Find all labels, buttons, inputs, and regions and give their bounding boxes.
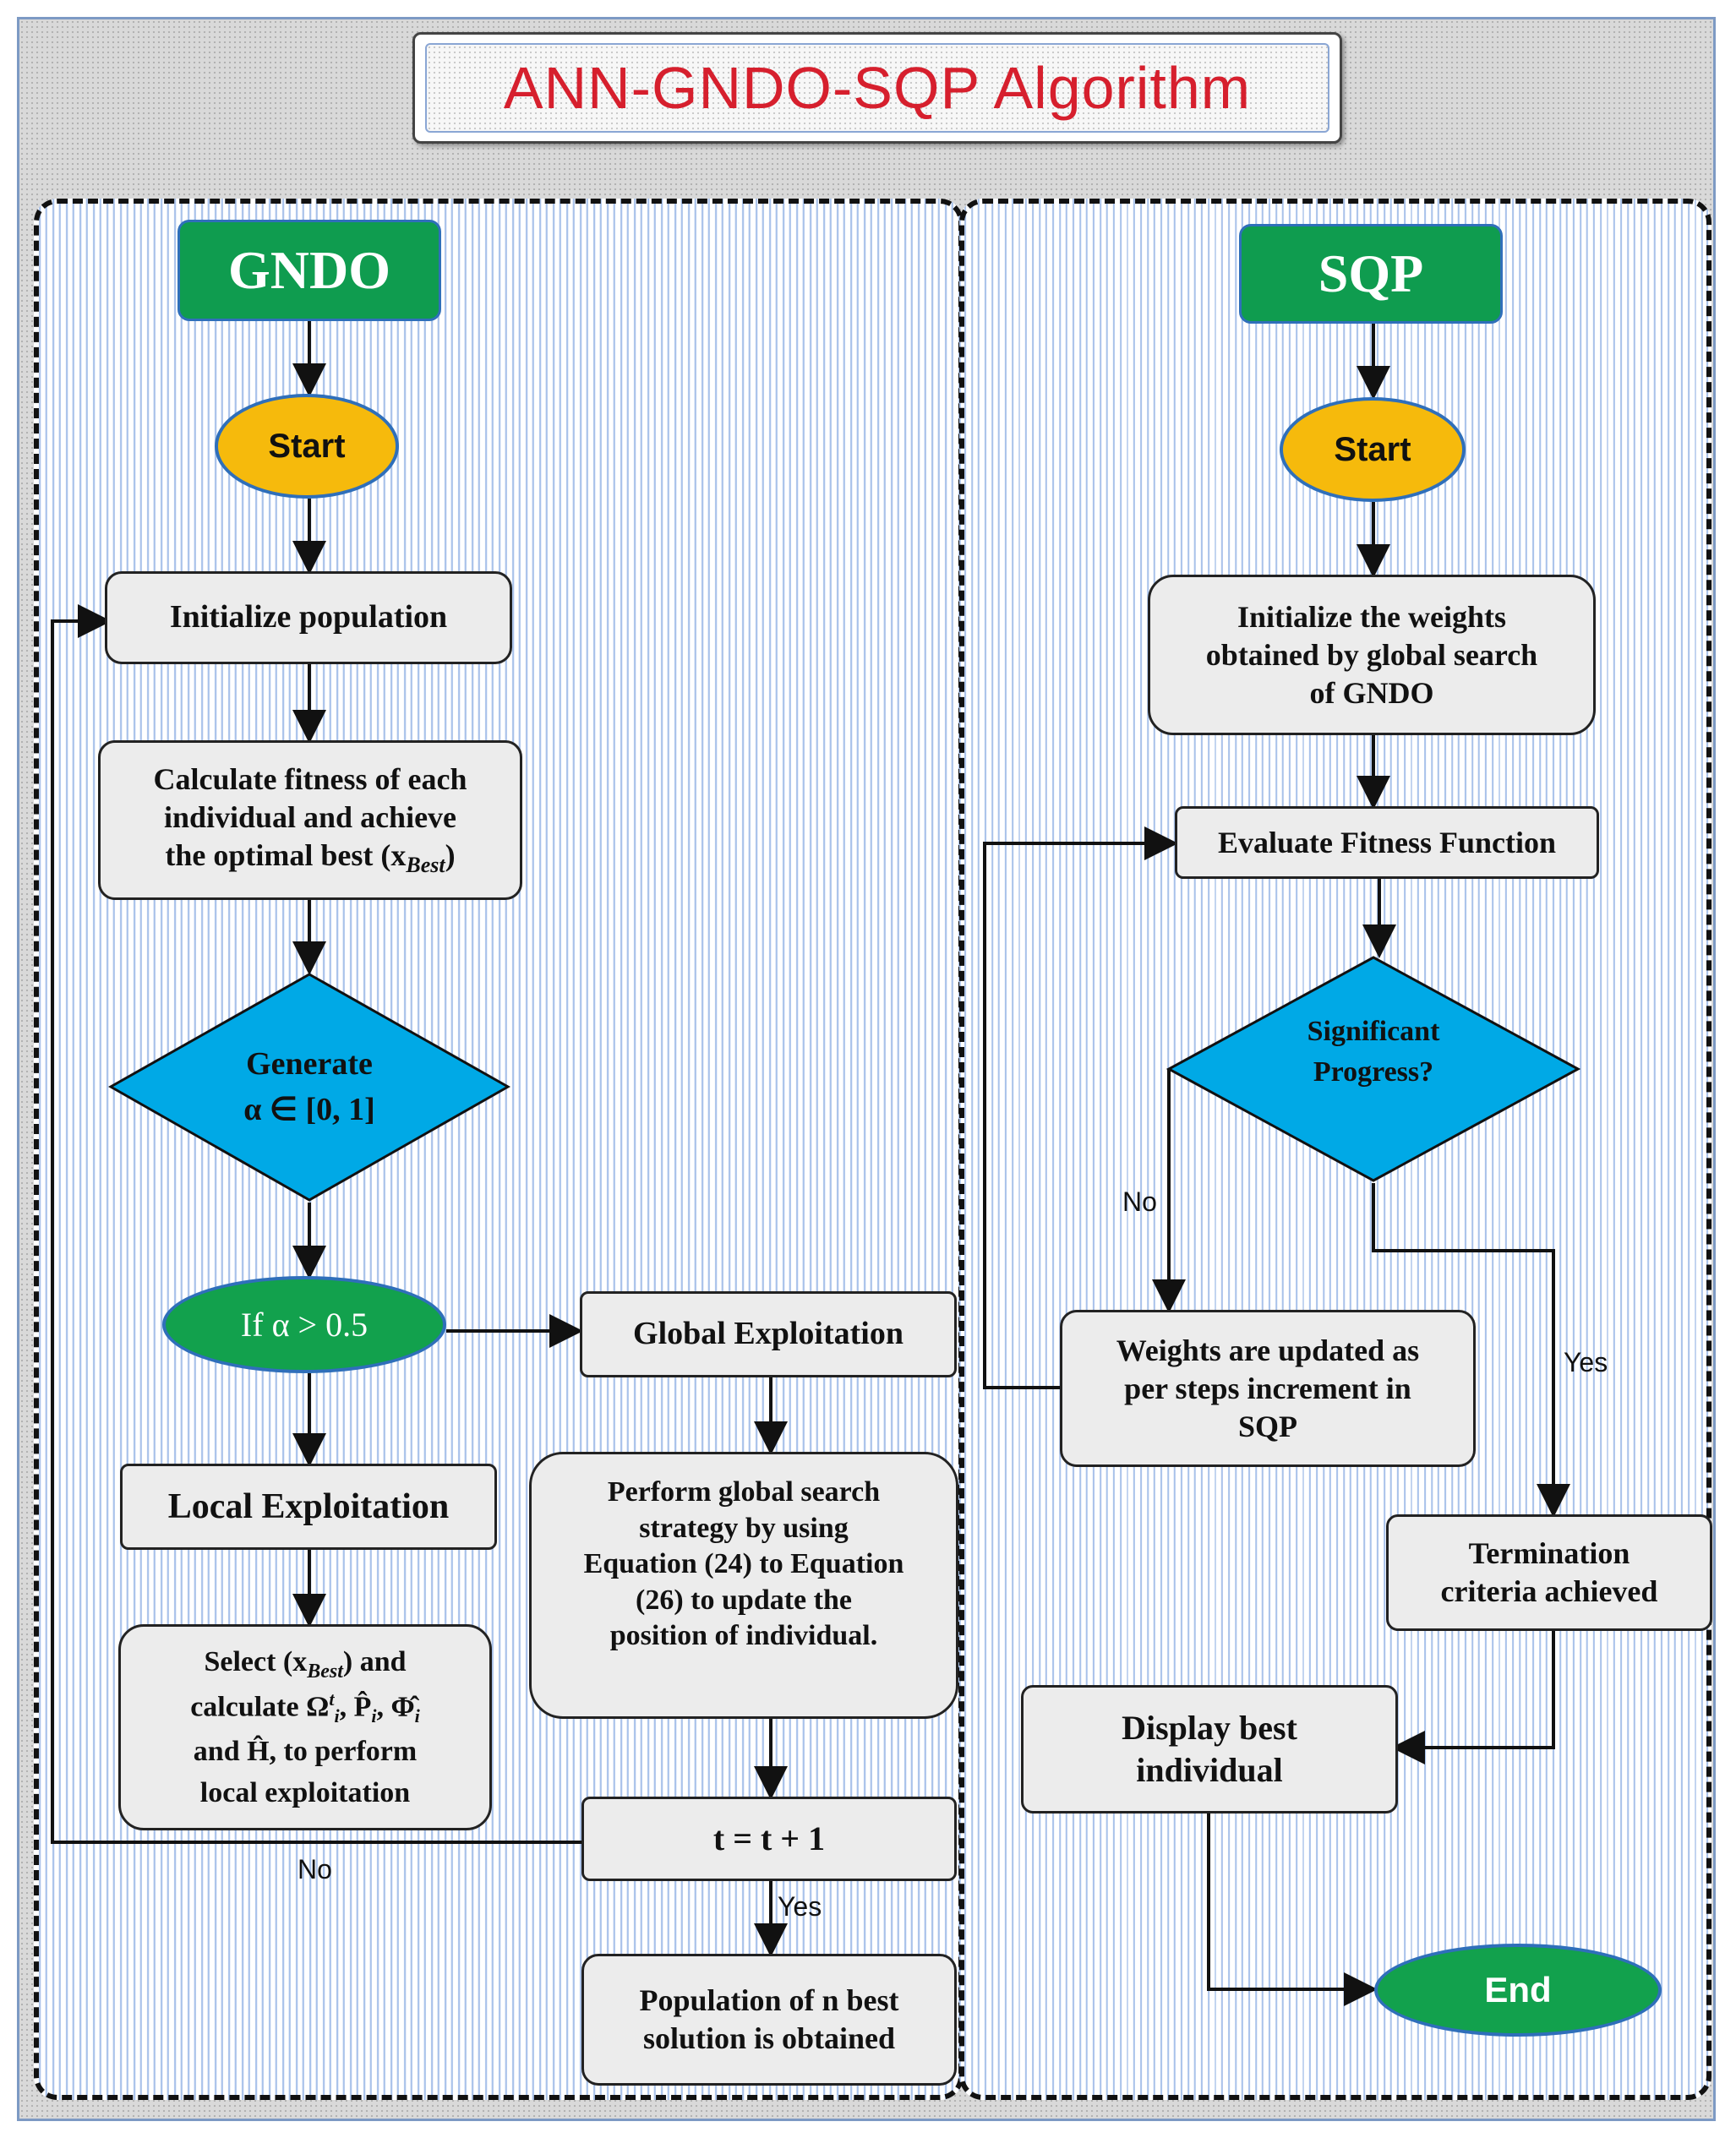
gndo-start-node: Start xyxy=(215,394,399,499)
significant-progress-text: Significant Progress? xyxy=(1166,955,1580,1183)
generate-alpha-text: Generate α ∈ [0, 1] xyxy=(108,972,510,1203)
init-population-box: Initialize population xyxy=(105,571,512,664)
gndo-header-label: GNDO xyxy=(228,240,390,300)
perform-global-box: Perform global search strategy by using … xyxy=(529,1452,958,1719)
weights-updated-line2: per steps increment in xyxy=(1124,1371,1411,1405)
gndo-no-label: No xyxy=(298,1854,332,1884)
title-inner: ANN-GNDO-SQP Algorithm xyxy=(425,43,1329,133)
calc-fitness-text: the optimal best (x xyxy=(165,838,407,873)
sqp-no-label: No xyxy=(1122,1186,1157,1217)
weights-updated-line3: SQP xyxy=(1237,1409,1297,1443)
population-line1: Population of n best xyxy=(639,1983,899,2017)
phi-hat: , Φ̂ xyxy=(376,1691,415,1723)
end-label: End xyxy=(1484,1969,1552,2010)
calculate-omega: calculate Ω xyxy=(190,1691,330,1723)
title-box: ANN-GNDO-SQP Algorithm xyxy=(412,32,1342,144)
init-weights-line1: Initialize the weights xyxy=(1237,599,1506,634)
perform-global-line2: strategy by using xyxy=(639,1512,849,1544)
omega-sub: i xyxy=(334,1705,340,1727)
generate-diamond-shape xyxy=(108,973,510,1202)
calc-fitness-subscript: Best xyxy=(406,853,445,878)
population-line2: solution is obtained xyxy=(642,2021,896,2055)
p-hat-sub: i xyxy=(371,1705,377,1727)
termination-line2: criteria achieved xyxy=(1440,1574,1658,1608)
display-best-line1: Display best xyxy=(1122,1709,1297,1747)
arrow-decision-yes xyxy=(1372,1183,1570,1518)
arrow-termination-to-display xyxy=(1391,1631,1555,1764)
calc-fitness-close: ) xyxy=(445,838,456,873)
generate-alpha-decision: Generate α ∈ [0, 1] xyxy=(108,972,510,1203)
select-subscript: Best xyxy=(307,1660,343,1683)
calc-fitness-box: Calculate fitness of each individual and… xyxy=(98,740,522,900)
end-node: End xyxy=(1374,1944,1662,2037)
arrow-display-to-end xyxy=(1207,1813,1378,2006)
local-exploitation-label: Local Exploitation xyxy=(167,1486,450,1526)
init-population-label: Initialize population xyxy=(169,599,448,635)
init-weights-line2: obtained by global search xyxy=(1205,637,1538,672)
sqp-start-label: Start xyxy=(1334,431,1411,468)
t-update-label: t = t + 1 xyxy=(712,1819,826,1857)
evaluate-fitness-box: Evaluate Fitness Function xyxy=(1175,806,1599,879)
init-weights-box: Initialize the weights obtained by globa… xyxy=(1148,575,1596,735)
gndo-yes-label: Yes xyxy=(778,1891,822,1922)
progress-diamond-shape xyxy=(1166,956,1580,1182)
termination-line1: Termination xyxy=(1468,1536,1630,1570)
calc-fitness-line1: Calculate fitness of each xyxy=(153,762,467,797)
local-exploitation-box: Local Exploitation xyxy=(120,1464,497,1550)
arrow-t-loop-no xyxy=(51,604,581,1844)
t-update-box: t = t + 1 xyxy=(581,1797,957,1881)
generate-line1: Generate xyxy=(246,1046,373,1083)
display-best-line2: individual xyxy=(1136,1751,1283,1789)
calc-fitness-line2: individual and achieve xyxy=(163,800,457,835)
select-line3: and Ĥ, to perform xyxy=(193,1735,418,1767)
diagram-title: ANN-GNDO-SQP Algorithm xyxy=(503,55,1252,121)
sqp-yes-label: Yes xyxy=(1564,1347,1608,1377)
population-box: Population of n best solution is obtaine… xyxy=(581,1954,957,2086)
sqp-header: SQP xyxy=(1239,224,1503,324)
phi-hat-sub: i xyxy=(414,1705,420,1727)
if-alpha-node: If α > 0.5 xyxy=(162,1276,446,1373)
calc-fitness-line3: the optimal best (xBest) xyxy=(165,837,455,880)
weights-updated-box: Weights are updated as per steps increme… xyxy=(1060,1310,1476,1467)
global-exploitation-box: Global Exploitation xyxy=(580,1291,957,1377)
weights-updated-line1: Weights are updated as xyxy=(1116,1333,1420,1367)
perform-global-line1: Perform global search xyxy=(607,1476,881,1508)
significant-progress-decision: Significant Progress? xyxy=(1166,955,1580,1183)
select-line4: local exploitation xyxy=(199,1776,411,1808)
p-hat: , P̂ xyxy=(339,1691,372,1723)
select-calculate-box: Select (xBest) and calculate Ωti, P̂i, Φ… xyxy=(118,1624,492,1830)
global-exploitation-label: Global Exploitation xyxy=(633,1316,903,1352)
sqp-header-label: SQP xyxy=(1318,243,1424,303)
select-text: Select (x xyxy=(204,1645,308,1677)
generate-line2: α ∈ [0, 1] xyxy=(243,1091,375,1127)
sqp-start-node: Start xyxy=(1280,397,1466,502)
gndo-header: GNDO xyxy=(177,220,441,321)
termination-box: Termination criteria achieved xyxy=(1386,1514,1712,1631)
gndo-start-label: Start xyxy=(268,428,346,465)
omega-sup: t xyxy=(329,1688,335,1710)
init-weights-line3: of GNDO xyxy=(1309,675,1434,710)
arrow-weights-loop xyxy=(983,826,1178,1389)
perform-global-line5: position of individual. xyxy=(609,1620,878,1651)
perform-global-line4: (26) to update the xyxy=(636,1584,852,1616)
select-line1: Select (xBest) and xyxy=(204,1641,406,1687)
select-and: ) and xyxy=(342,1645,407,1677)
progress-line2: Progress? xyxy=(1313,1056,1434,1088)
evaluate-fitness-label: Evaluate Fitness Function xyxy=(1217,825,1557,859)
if-alpha-label: If α > 0.5 xyxy=(240,1305,368,1344)
select-line2: calculate Ωti, P̂i, Φ̂i xyxy=(190,1686,420,1730)
perform-global-line3: Equation (24) to Equation xyxy=(583,1548,904,1579)
display-best-box: Display best individual xyxy=(1021,1685,1398,1813)
progress-line1: Significant xyxy=(1307,1016,1440,1048)
